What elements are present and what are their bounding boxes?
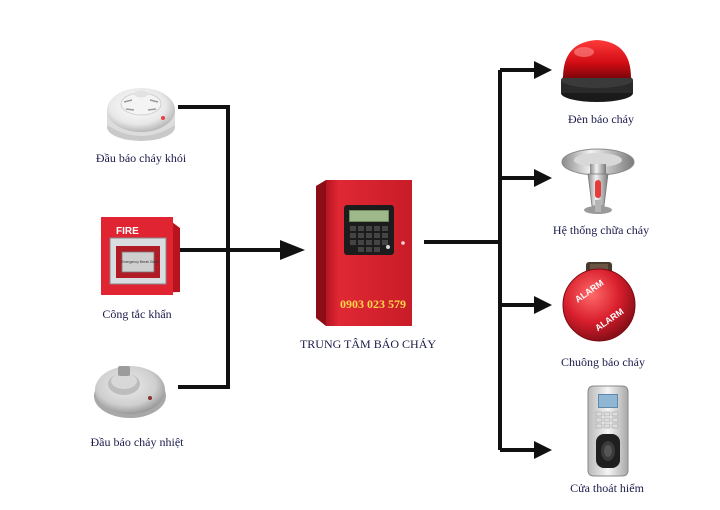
label-smoke-detector: Đầu báo cháy khói: [95, 151, 187, 165]
arrowhead-bell: [534, 296, 552, 314]
label-control-panel: TRUNG TÂM BÁO CHÁY: [299, 337, 437, 351]
strobe-light-icon: [561, 40, 633, 102]
arrowheads: [280, 61, 552, 459]
label-alarm-bell: Chuông báo cháy: [561, 355, 645, 369]
label-sprinkler-system: Hệ thống chữa cháy: [552, 223, 650, 237]
panel-phone-number: 0903 023 579: [340, 297, 406, 311]
arrowhead-panel: [280, 240, 305, 260]
arrowhead-strobe: [534, 61, 552, 79]
arrowhead-door: [534, 441, 552, 459]
smoke-detector-icon: [107, 88, 175, 141]
door-access-reader-icon: [587, 385, 629, 477]
connector-smoke: [178, 105, 230, 389]
connectors: [178, 68, 536, 452]
label-heat-detector: Đầu báo cháy nhiệt: [90, 435, 184, 449]
fire-alarm-control-panel-icon: [316, 180, 412, 326]
manual-call-point-icon: Emergency Break Glass FIRE: [101, 217, 180, 295]
label-strobe-light: Đèn báo cháy: [568, 112, 634, 126]
sprinkler-icon: [561, 148, 635, 214]
callpoint-fire-text: FIRE: [116, 226, 139, 237]
label-manual-call-point: Công tắc khẩn: [102, 307, 172, 321]
heat-detector-icon: [94, 366, 166, 418]
arrowhead-sprinkler: [534, 169, 552, 187]
svg-text:Emergency Break Glass: Emergency Break Glass: [121, 260, 159, 264]
label-emergency-exit: Cửa thoát hiểm: [570, 481, 644, 495]
alarm-bell-icon: ALARM ALARM: [562, 262, 636, 342]
